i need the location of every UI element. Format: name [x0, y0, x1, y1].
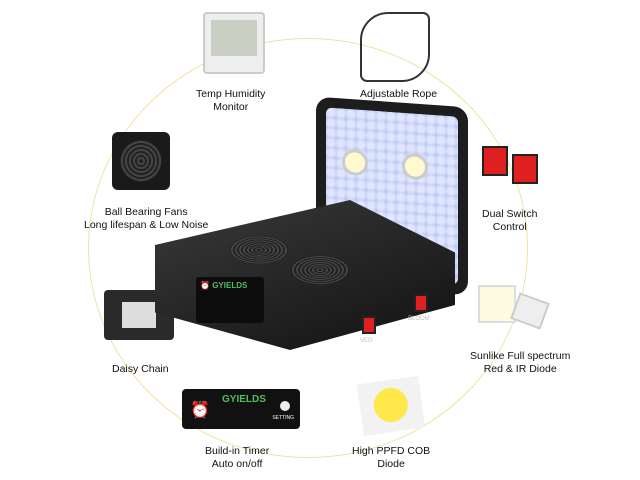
clock-icon: ⏰ — [200, 281, 210, 290]
bloom-switch — [414, 294, 428, 312]
veg-switch — [362, 316, 376, 334]
alarm-clock-icon: ⏰ — [190, 402, 210, 419]
feature-ring — [88, 38, 528, 458]
fan-icon — [230, 236, 288, 264]
label-rope: Adjustable Rope — [360, 88, 438, 100]
timer-panel-image: ⏰ GYIELDS SETTING — [182, 389, 300, 429]
bloom-label: BLOOM — [408, 316, 430, 322]
label-daisy-chain: Daisy Chain — [112, 363, 169, 375]
sunlike-led-image — [478, 285, 550, 330]
fan-icon — [290, 255, 350, 285]
setting-button — [280, 401, 290, 411]
hygrometer-image — [203, 12, 265, 74]
dual-switch-image — [478, 140, 544, 190]
fan-image — [112, 132, 170, 190]
cob-diode-image — [356, 375, 426, 437]
daisy-chain-socket-image — [104, 290, 174, 340]
timer-display: ⏰ GYIELDS — [196, 277, 264, 323]
rope-hanger-image — [360, 12, 430, 82]
brand-logo: GYIELDS — [222, 394, 266, 405]
setting-label: SETTING — [272, 415, 294, 421]
veg-label: VEG — [360, 338, 373, 344]
